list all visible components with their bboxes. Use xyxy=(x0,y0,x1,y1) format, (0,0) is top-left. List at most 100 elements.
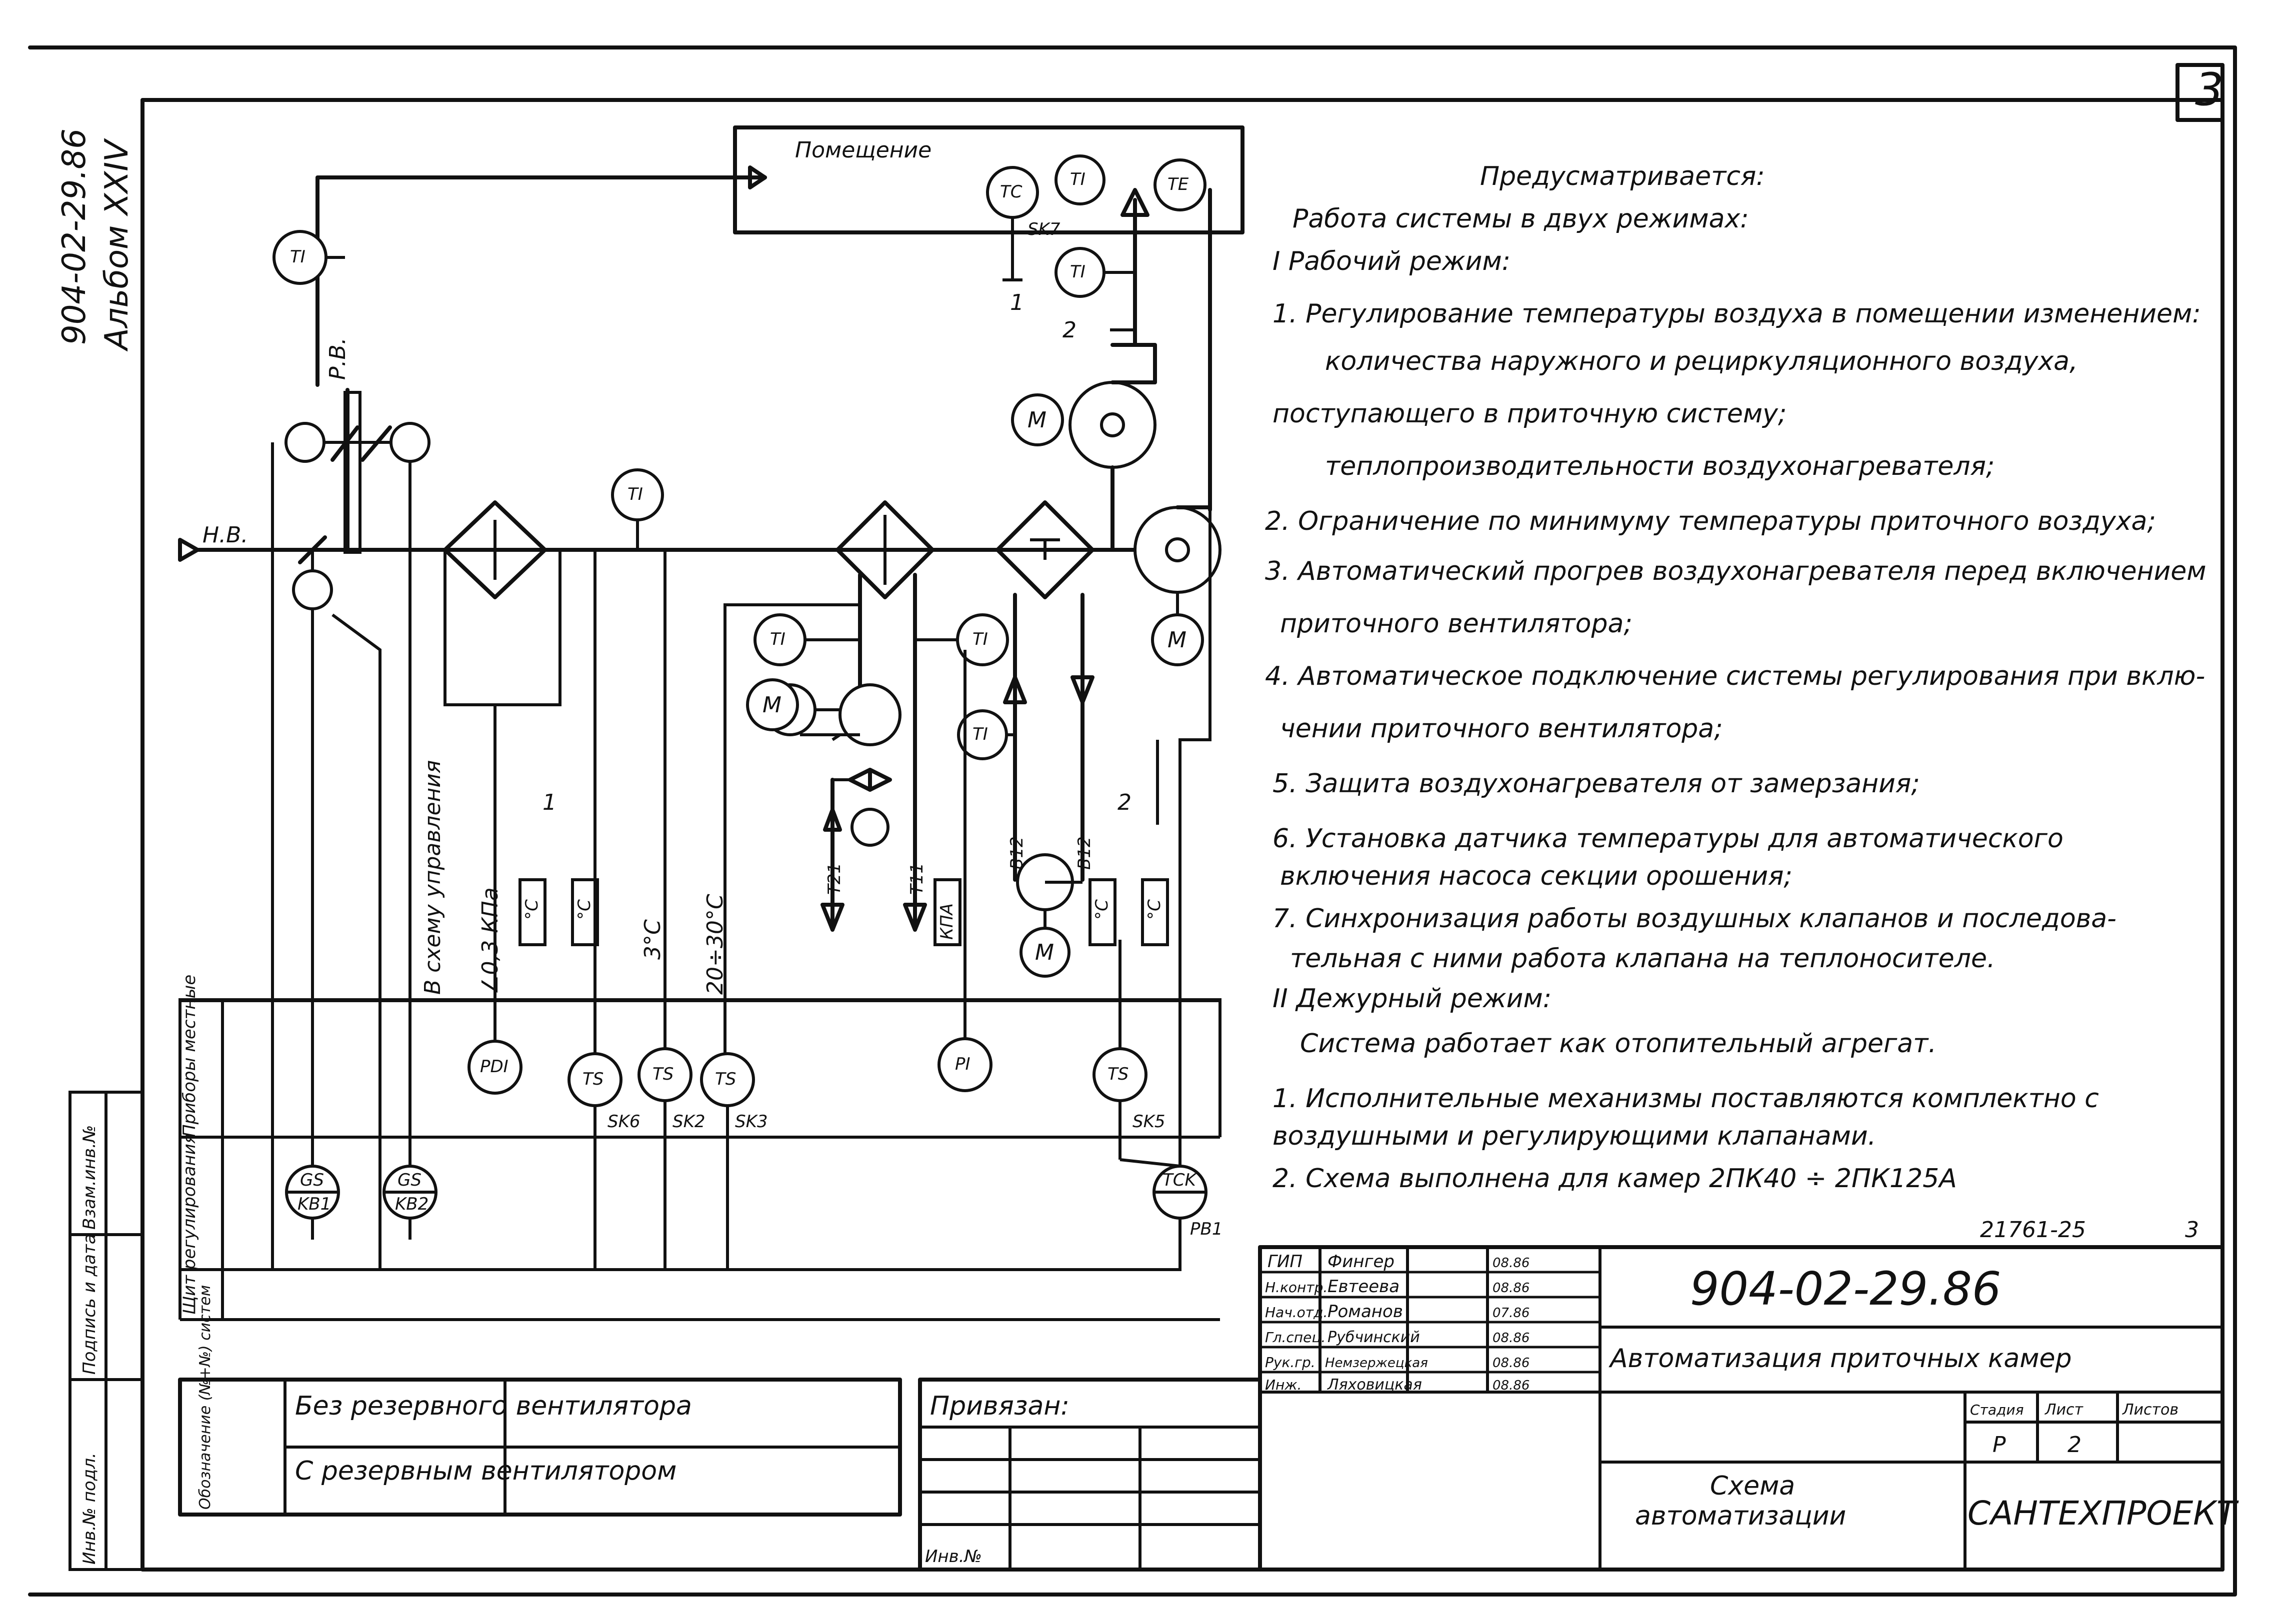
cable-2-top: 2 xyxy=(1062,317,1076,343)
recirc-label: Р.В. xyxy=(325,337,350,380)
panel-local-label: Приборы местные xyxy=(180,975,200,1137)
ts-2-label: TS xyxy=(652,1064,674,1084)
note-c-1: °С xyxy=(522,899,542,920)
pipe-t11: Т11 xyxy=(907,863,927,895)
pump2-motor: M xyxy=(1035,940,1054,965)
fan-motor-2: M xyxy=(1168,627,1186,653)
sheet-number-top: 3 xyxy=(2195,63,2224,116)
room-ti: TI xyxy=(1070,169,1086,189)
album-code: 904-02-29.86 xyxy=(56,128,93,345)
kpa-box xyxy=(934,878,962,946)
binding-table xyxy=(918,1378,1262,1572)
legend-row-0: Без резервного вентилятора xyxy=(295,1391,692,1421)
notes-line-0: Работа системы в двух режимах: xyxy=(1292,204,1749,234)
ti-cooler-2-label: TI xyxy=(972,629,988,649)
notes-line-13: включения насоса секции орошения; xyxy=(1280,861,1792,891)
ts-4-label: TS xyxy=(1108,1064,1128,1084)
cbox-1 xyxy=(518,878,546,946)
pipe-b12-a: В12 xyxy=(1007,836,1027,870)
gs-1-top: GS xyxy=(300,1170,324,1190)
note-control-scheme: В схему управления xyxy=(420,760,446,995)
notes-line-19: воздушными и регулирующими клапанами. xyxy=(1272,1121,1876,1151)
drawing-title-2: автоматизации xyxy=(1635,1501,1846,1531)
role-5: Инж. xyxy=(1265,1377,1302,1393)
sheets-header: Листов xyxy=(2122,1401,2178,1419)
room-label: Помещение xyxy=(795,137,932,163)
name-1: Евтеева xyxy=(1328,1277,1400,1297)
title-people: ГИП Фингер 08.86 Н.контр. Евтеева 08.86 … xyxy=(1265,1252,1530,1394)
notes-title: Предусматривается: xyxy=(1480,161,1765,191)
role-2: Нач.отд. xyxy=(1265,1304,1328,1321)
bound-label: Привязан: xyxy=(930,1391,1070,1421)
tck-label: TCK xyxy=(1162,1170,1198,1190)
date-1: 08.86 xyxy=(1492,1281,1530,1296)
ti-supply-label: TI xyxy=(290,247,306,267)
cable-1-mid: 1 xyxy=(542,790,556,815)
date-4: 08.86 xyxy=(1492,1356,1530,1371)
date-5: 08.86 xyxy=(1492,1378,1530,1393)
name-5: Ляховицкая xyxy=(1327,1376,1422,1394)
name-0: Фингер xyxy=(1328,1252,1394,1272)
pb1-label: РВ1 xyxy=(1190,1219,1222,1239)
role-3: Гл.спец. xyxy=(1265,1329,1326,1346)
cbox-4 xyxy=(1141,878,1169,946)
notes-line-11: 5. Защита воздухонагревателя от замерзан… xyxy=(1272,769,1920,799)
panel-shield-label: Щит регулирования xyxy=(180,1134,200,1315)
role-1: Н.контр. xyxy=(1265,1279,1328,1296)
local-instruments xyxy=(468,650,1148,1270)
notes-line-1: I Рабочий режим: xyxy=(1272,246,1510,276)
cbox-2 xyxy=(571,878,599,946)
kb2-label: KB2 xyxy=(395,1194,428,1214)
title-block-frame xyxy=(1258,1245,2224,1572)
note-3c: 3°С xyxy=(640,919,666,960)
doc-code: 904-02-29.86 xyxy=(1690,1262,2001,1316)
pipe-t21: Т21 xyxy=(824,863,844,895)
notes-line-2: 1. Регулирование температуры воздуха в п… xyxy=(1272,299,2201,329)
project-title: Автоматизация приточных камер xyxy=(1608,1344,2072,1374)
stamp-inv-original: Инв.№ подл. xyxy=(80,1453,100,1565)
notes-line-9: 4. Автоматическое подключение системы ре… xyxy=(1265,661,2205,691)
name-2: Романов xyxy=(1328,1302,1403,1322)
pump-piping xyxy=(724,573,1094,1060)
date-0: 08.86 xyxy=(1492,1256,1530,1271)
sheet-header: Лист xyxy=(2044,1401,2084,1419)
ducts xyxy=(178,165,1212,562)
note-03kpa: ∠0,3 КПа xyxy=(478,887,503,995)
instrument-panel-bands xyxy=(178,998,1222,1321)
notes-line-7: 3. Автоматический прогрев воздухонагрева… xyxy=(1265,556,2206,586)
pi-label: PI xyxy=(955,1054,970,1074)
legend-header: Обозначение (№+№) систем xyxy=(196,1285,214,1510)
stage-header: Стадия xyxy=(1970,1402,2024,1418)
date-3: 08.86 xyxy=(1492,1331,1530,1346)
room-te: TE xyxy=(1168,174,1189,194)
left-stamp-column xyxy=(68,1091,144,1571)
notes-line-4: поступающего в приточную систему; xyxy=(1272,399,1786,429)
pump-motor: M xyxy=(762,692,782,718)
pdi-label: PDI xyxy=(480,1057,508,1077)
notes-line-3: количества наружного и рециркуляционного… xyxy=(1325,346,2078,376)
notes-line-16: II Дежурный режим: xyxy=(1272,984,1552,1014)
album-volume: Альбом XXIV xyxy=(98,138,136,352)
dampers xyxy=(271,422,430,1270)
date-2: 07.86 xyxy=(1492,1306,1530,1321)
kpa-label: КПА xyxy=(937,903,957,940)
sk2-tag: SK2 xyxy=(672,1112,706,1132)
shield-instruments xyxy=(285,1158,1208,1220)
inv-no-label: Инв.№ xyxy=(925,1547,982,1567)
note-c-2: °С xyxy=(574,899,594,920)
cable-1-top: 1 xyxy=(1010,290,1024,315)
ti-heater-label: TI xyxy=(972,724,988,744)
drawing-title-1: Схема xyxy=(1710,1471,1795,1501)
pipe-b12-b: В12 xyxy=(1074,836,1094,870)
notes-line-15: тельная с ними работа клапана на теплоно… xyxy=(1290,944,1995,974)
notes-line-18: 1. Исполнительные механизмы поставляются… xyxy=(1272,1084,2099,1114)
stage-value: Р xyxy=(1992,1432,2006,1458)
notes-line-17: Система работает как отопительный агрега… xyxy=(1300,1029,1936,1059)
name-3: Рубчинский xyxy=(1328,1329,1420,1346)
sk3-tag: SK3 xyxy=(735,1112,768,1132)
notes-line-14: 7. Синхронизация работы воздушных клапан… xyxy=(1272,904,2116,934)
notes-line-6: 2. Ограничение по минимуму температуры п… xyxy=(1265,506,2156,536)
notes-line-10: чении приточного вентилятора; xyxy=(1280,714,1723,744)
stamp-replaces: Взам.инв.№ xyxy=(80,1125,100,1230)
